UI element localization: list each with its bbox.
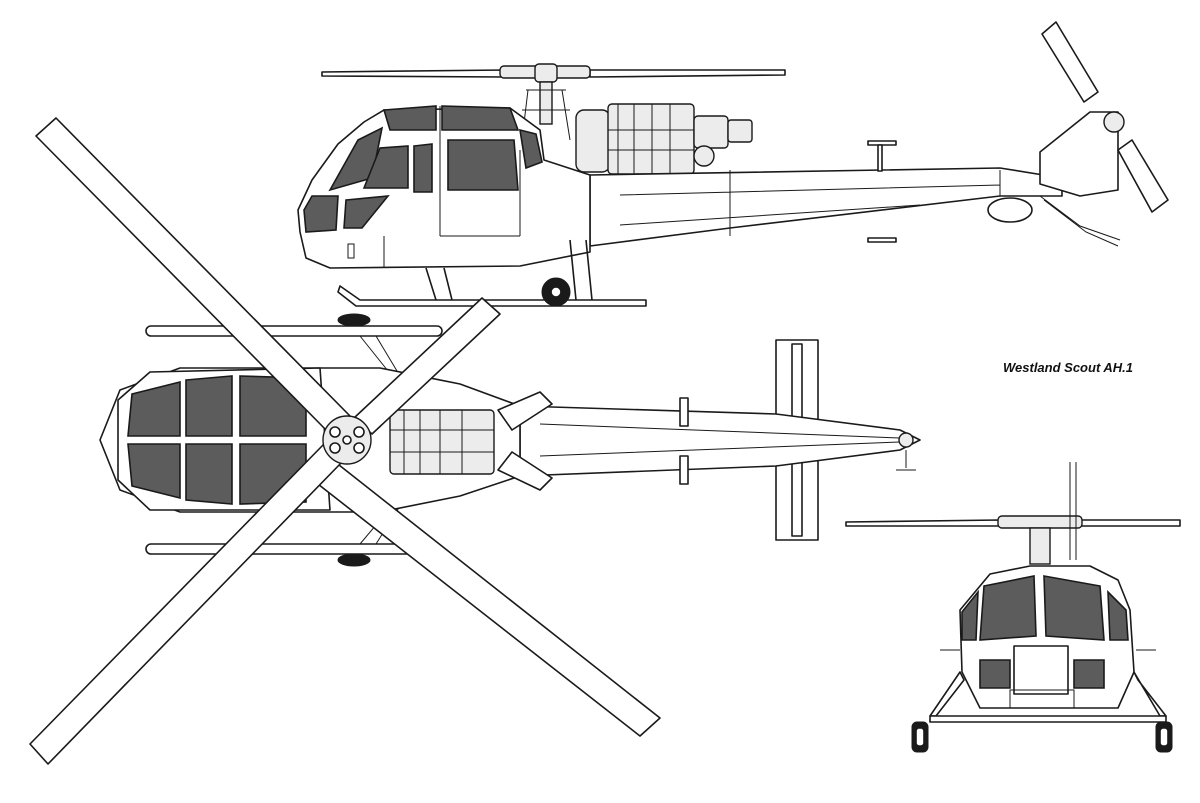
side-cabin: [297, 107, 591, 269]
top-view: [29, 117, 921, 765]
top-main-rotor: [29, 117, 661, 765]
side-engine: [575, 103, 753, 175]
side-view: [297, 21, 1169, 307]
side-tail-rotor: [1041, 21, 1169, 213]
side-main-rotor: [321, 63, 786, 141]
top-skid-upper: [145, 325, 443, 337]
front-view: [845, 462, 1181, 753]
top-tail-boom: [519, 405, 921, 477]
side-tail-fin: [1039, 111, 1119, 197]
front-landing-gear: [911, 649, 1173, 753]
drawing-title: Westland Scout AH.1: [1003, 360, 1134, 375]
front-rotor-hub: [997, 515, 1083, 529]
side-tail-boom: [589, 167, 1063, 247]
top-engine: [389, 409, 495, 475]
side-landing-skids: [337, 239, 647, 307]
